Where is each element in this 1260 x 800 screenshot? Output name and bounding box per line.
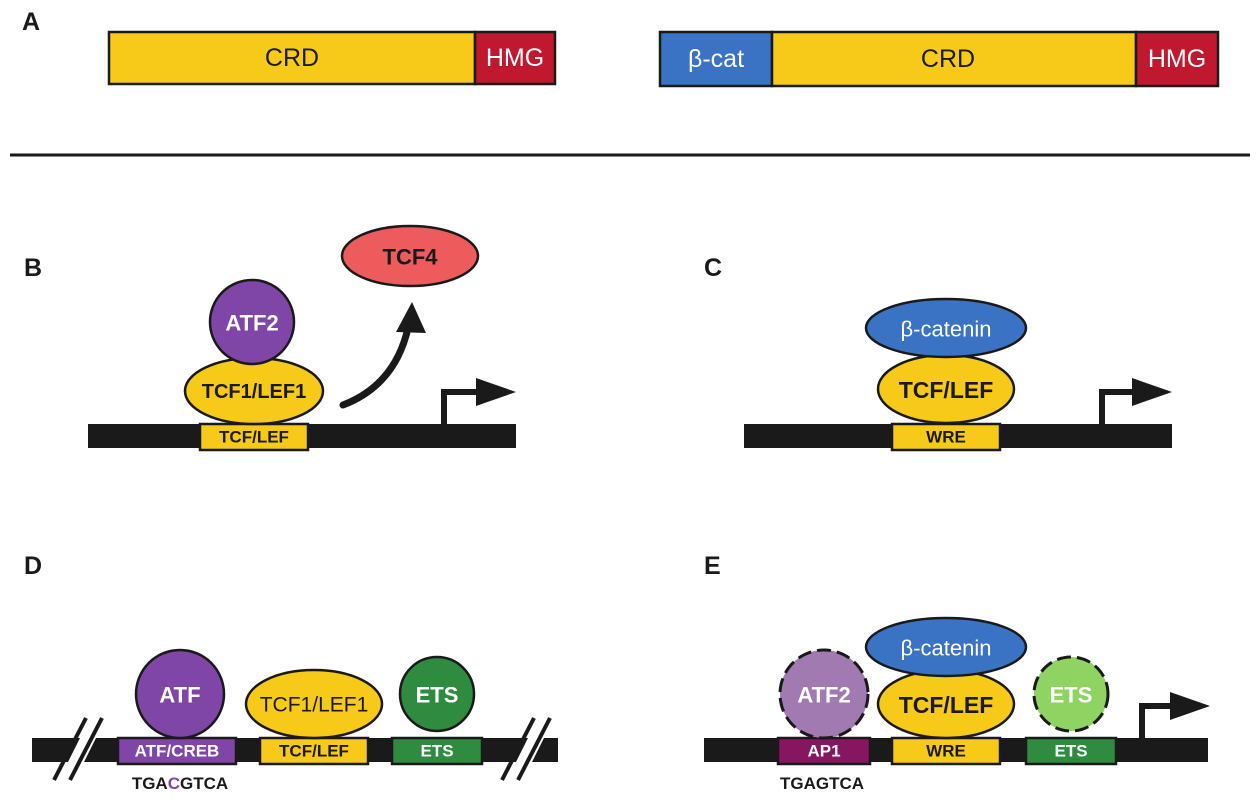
ets-site-label-d: ETS xyxy=(420,742,453,761)
beta-catenin-ellipse-e xyxy=(864,616,1028,678)
bcat-domain-label: β-cat xyxy=(688,45,744,73)
protein-bar-short: CRD HMG xyxy=(107,30,557,86)
atf-creb-sequence: TGACGTCA xyxy=(132,774,228,793)
crd-domain-label: CRD xyxy=(265,44,319,72)
atf2-dashed-circle xyxy=(778,648,870,740)
seq-part-1: TGA xyxy=(132,774,168,793)
bcat-domain-box xyxy=(658,30,774,88)
panel-letter-c: C xyxy=(704,254,722,282)
ap1-site-box xyxy=(776,736,872,766)
panel-b: B TCF/LEF TCF1/LEF1 ATF2 TCF4 xyxy=(24,224,516,452)
ap1-site-label: AP1 xyxy=(807,742,840,761)
panel-letter-a: A xyxy=(22,8,40,36)
atf2-label: ATF2 xyxy=(225,311,278,336)
hmg-domain-label-2: HMG xyxy=(1148,45,1206,73)
tcf4-ellipse xyxy=(340,224,480,288)
dna-break-right xyxy=(500,717,552,781)
wre-site-label-e: WRE xyxy=(926,742,966,761)
tcf1-lef1-label-d: TCF1/LEF1 xyxy=(260,694,369,717)
tcf-lef-label: TCF/LEF xyxy=(899,377,994,403)
promoter-arrow-shaft xyxy=(441,389,480,424)
wre-site-label: WRE xyxy=(926,428,966,447)
hmg-domain-label: HMG xyxy=(486,44,544,72)
hmg-domain-box xyxy=(473,30,557,86)
panel-letter-e: E xyxy=(704,552,721,580)
panel-letter-d: D xyxy=(24,552,42,580)
beta-catenin-label-e: β-catenin xyxy=(901,636,992,661)
crd-domain-label-2: CRD xyxy=(921,45,975,73)
ets-label: ETS xyxy=(416,683,459,708)
tcf4-label: TCF4 xyxy=(383,245,439,270)
promoter-arrow-shaft-c xyxy=(1099,389,1136,424)
ets-site-box-d xyxy=(390,736,484,766)
seq-highlight-base: C xyxy=(168,774,180,793)
ets-site-box-e xyxy=(1024,736,1118,766)
beta-catenin-label: β-catenin xyxy=(901,317,992,342)
crd-domain-box xyxy=(107,30,477,86)
hmg-domain-box-2 xyxy=(1134,30,1220,88)
promoter-arrow-head xyxy=(476,378,516,406)
atf2-label-e: ATF2 xyxy=(797,683,850,708)
promoter-arrow-head-e xyxy=(1170,692,1210,720)
ets-dashed-circle xyxy=(1032,655,1110,733)
atf-label: ATF xyxy=(159,683,200,708)
promoter-arrow-head-c xyxy=(1132,378,1172,406)
promoter-arrow-shaft-e xyxy=(1139,703,1174,738)
atf-creb-site-label: ATF/CREB xyxy=(135,742,220,761)
ap1-sequence: TGAGTCA xyxy=(780,774,864,793)
atf2-circle xyxy=(208,278,296,366)
tcf-lef-site-label: TCF/LEF xyxy=(219,428,289,447)
panel-a: A CRD HMG β-cat CRD HMG xyxy=(22,8,1220,88)
displacement-arrow-head xyxy=(396,302,426,333)
beta-catenin-ellipse xyxy=(864,297,1028,359)
ets-site-label-e: ETS xyxy=(1054,742,1087,761)
ets-label-e: ETS xyxy=(1050,683,1093,708)
tcf1-lef1-label: TCF1/LEF1 xyxy=(202,381,306,403)
tcf1-lef1-ellipse-d xyxy=(244,668,384,740)
wre-site-box-e xyxy=(890,736,1002,766)
panel-d: D ATF/CREB TCF/LEF ETS ATF TCF1/LEF1 ETS… xyxy=(24,552,558,793)
ets-circle xyxy=(398,655,476,733)
atf-circle xyxy=(134,648,226,740)
tcf-lef-site-box-d xyxy=(258,736,370,766)
tcf-lef-label-e: TCF/LEF xyxy=(899,692,994,718)
displacement-arrow-shaft xyxy=(339,324,412,409)
protein-bar-long: β-cat CRD HMG xyxy=(658,30,1220,88)
dna-break-left xyxy=(52,717,104,781)
seq-part-2: GTCA xyxy=(180,774,228,793)
panel-letter-b: B xyxy=(24,254,42,282)
panel-e: E AP1 WRE ETS ATF2 TCF/LEF β-catenin ETS… xyxy=(704,552,1210,793)
panel-c: C WRE TCF/LEF β-catenin xyxy=(704,254,1172,452)
tcf-lef-site-label-d: TCF/LEF xyxy=(279,742,349,761)
atf-creb-site-box xyxy=(116,736,238,766)
